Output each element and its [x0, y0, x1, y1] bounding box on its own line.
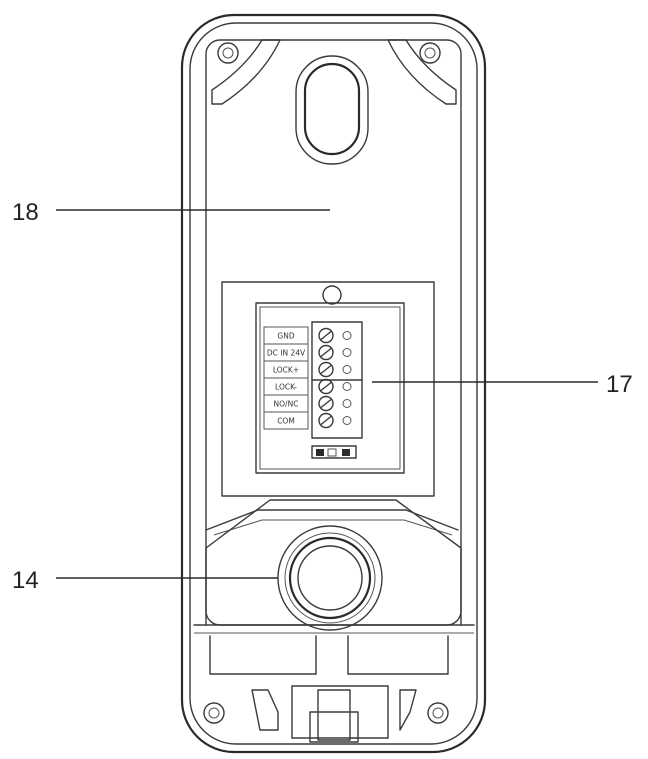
outer-housing [180, 13, 487, 754]
terminal-screw [318, 378, 334, 395]
mounting-keyhole [295, 55, 369, 165]
terminal-screw [318, 412, 334, 429]
terminal-label: LOCK+ [273, 366, 299, 375]
cable-grommet [277, 525, 383, 631]
terminal-labels: GND DC IN 24V LOCK+ LOCK- NO/NC COM [263, 326, 309, 430]
callout-18: 18 [12, 199, 330, 226]
callout-label-17: 17 [606, 371, 633, 398]
callout-14: 14 [12, 567, 278, 594]
callout-label-14: 14 [12, 567, 39, 594]
screw-slot [320, 347, 332, 358]
terminal-screw [318, 361, 334, 378]
top-right-bracket [387, 39, 457, 105]
screw-slot [320, 364, 332, 375]
terminal-label-box [263, 411, 309, 430]
terminal-label: NO/NC [274, 400, 299, 409]
terminal-screw [318, 327, 334, 344]
callout-17: 17 [372, 371, 633, 398]
lower-body [205, 499, 462, 626]
terminal-housing [221, 281, 435, 497]
terminal-screw [318, 395, 334, 412]
terminal-screws [311, 321, 363, 439]
terminal-label: GND [277, 332, 294, 341]
wire-port [342, 399, 352, 408]
terminal-label: DC IN 24V [267, 349, 306, 358]
wire-port [342, 348, 352, 357]
wire-port [342, 382, 352, 391]
screw-slot [320, 381, 332, 392]
terminal-label: COM [277, 417, 295, 426]
top-left-bracket [211, 39, 281, 105]
bottom-bracket [193, 624, 475, 743]
terminal-label: LOCK- [275, 383, 297, 392]
wire-port [342, 416, 352, 425]
screw-slot [320, 330, 332, 341]
wire-port [342, 331, 352, 340]
wire-port [342, 365, 352, 374]
terminal-screw [318, 344, 334, 361]
callout-label-18: 18 [12, 199, 39, 226]
jumper-header [311, 445, 357, 459]
screw-slot [320, 398, 332, 409]
screw-slot [320, 415, 332, 426]
